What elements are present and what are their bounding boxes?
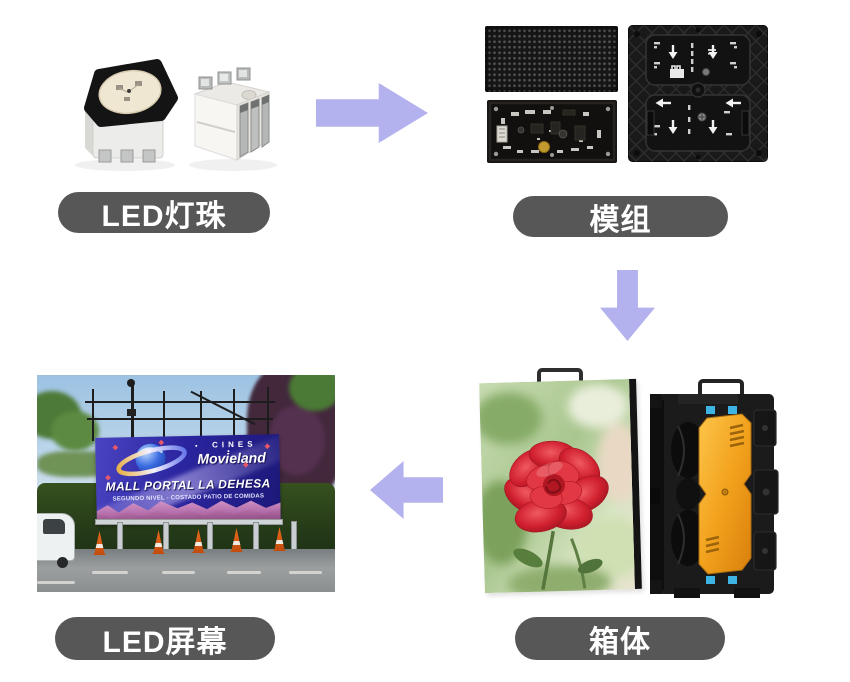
rose	[504, 440, 609, 533]
arrow-left-icon	[370, 461, 443, 519]
parking-line	[289, 571, 322, 574]
label-led-beads-text: LED灯珠	[101, 199, 227, 233]
label-led-screen: LED屏幕	[55, 617, 275, 660]
label-led-beads: LED灯珠	[58, 192, 270, 233]
smd-led-front	[84, 59, 178, 163]
billboard-brand-text: Movieland	[197, 449, 266, 467]
parking-line	[37, 581, 75, 584]
shell-silkscreen	[654, 42, 737, 136]
cabinet-front-rose-screen	[474, 379, 646, 602]
parking-lot	[37, 549, 335, 592]
cabinet-front-panel	[474, 378, 646, 602]
scaffold-pole	[267, 387, 269, 435]
smd-led-back	[193, 67, 271, 161]
shell-direction-arrows	[655, 45, 741, 134]
parking-line	[92, 571, 128, 574]
scaffold-pole	[200, 391, 202, 437]
cabinet-back-shell	[650, 394, 779, 598]
cabinet-front-handle	[537, 368, 583, 387]
module-led-matrix-panel	[485, 26, 618, 92]
billboard-dot	[195, 444, 198, 447]
tree-left-2	[51, 411, 99, 451]
led-beads-image	[75, 59, 277, 171]
billboard-screen: CINES Movieland MALL PORTAL LA DEHESA SE…	[95, 434, 281, 525]
scaffold-pole	[163, 391, 165, 439]
scaffold-pole	[92, 389, 94, 441]
label-cabinet: 箱体	[515, 617, 725, 660]
lamp-fixture	[127, 409, 136, 416]
label-module: 模组	[513, 196, 728, 237]
module-pcb-back	[487, 100, 617, 163]
street-lamp	[127, 379, 135, 387]
label-cabinet-text: 箱体	[589, 625, 651, 659]
led-screen-photo: CINES Movieland MALL PORTAL LA DEHESA SE…	[37, 375, 335, 592]
arrow-down-icon	[600, 270, 655, 341]
module-image	[480, 20, 772, 168]
scaffold-bar	[87, 418, 273, 420]
billboard-dot	[227, 450, 230, 453]
parking-line	[162, 571, 195, 574]
tree-right-green	[289, 375, 335, 411]
planet-logo	[116, 443, 187, 477]
cabinet-image	[474, 366, 782, 606]
label-module-text: 模组	[589, 203, 652, 237]
van-window	[43, 519, 65, 534]
cabinet-back-handle	[698, 379, 744, 398]
module-back-shell	[628, 25, 768, 162]
white-van	[37, 507, 75, 569]
billboard-support-rail	[95, 519, 283, 525]
label-led-screen-text: LED屏幕	[102, 625, 228, 659]
scaffold-bar	[85, 401, 275, 403]
billboard-line1-text: MALL PORTAL LA DEHESA	[105, 476, 271, 494]
van-wheel	[57, 557, 68, 568]
arrow-right-icon	[316, 83, 428, 143]
parking-line	[227, 571, 261, 574]
